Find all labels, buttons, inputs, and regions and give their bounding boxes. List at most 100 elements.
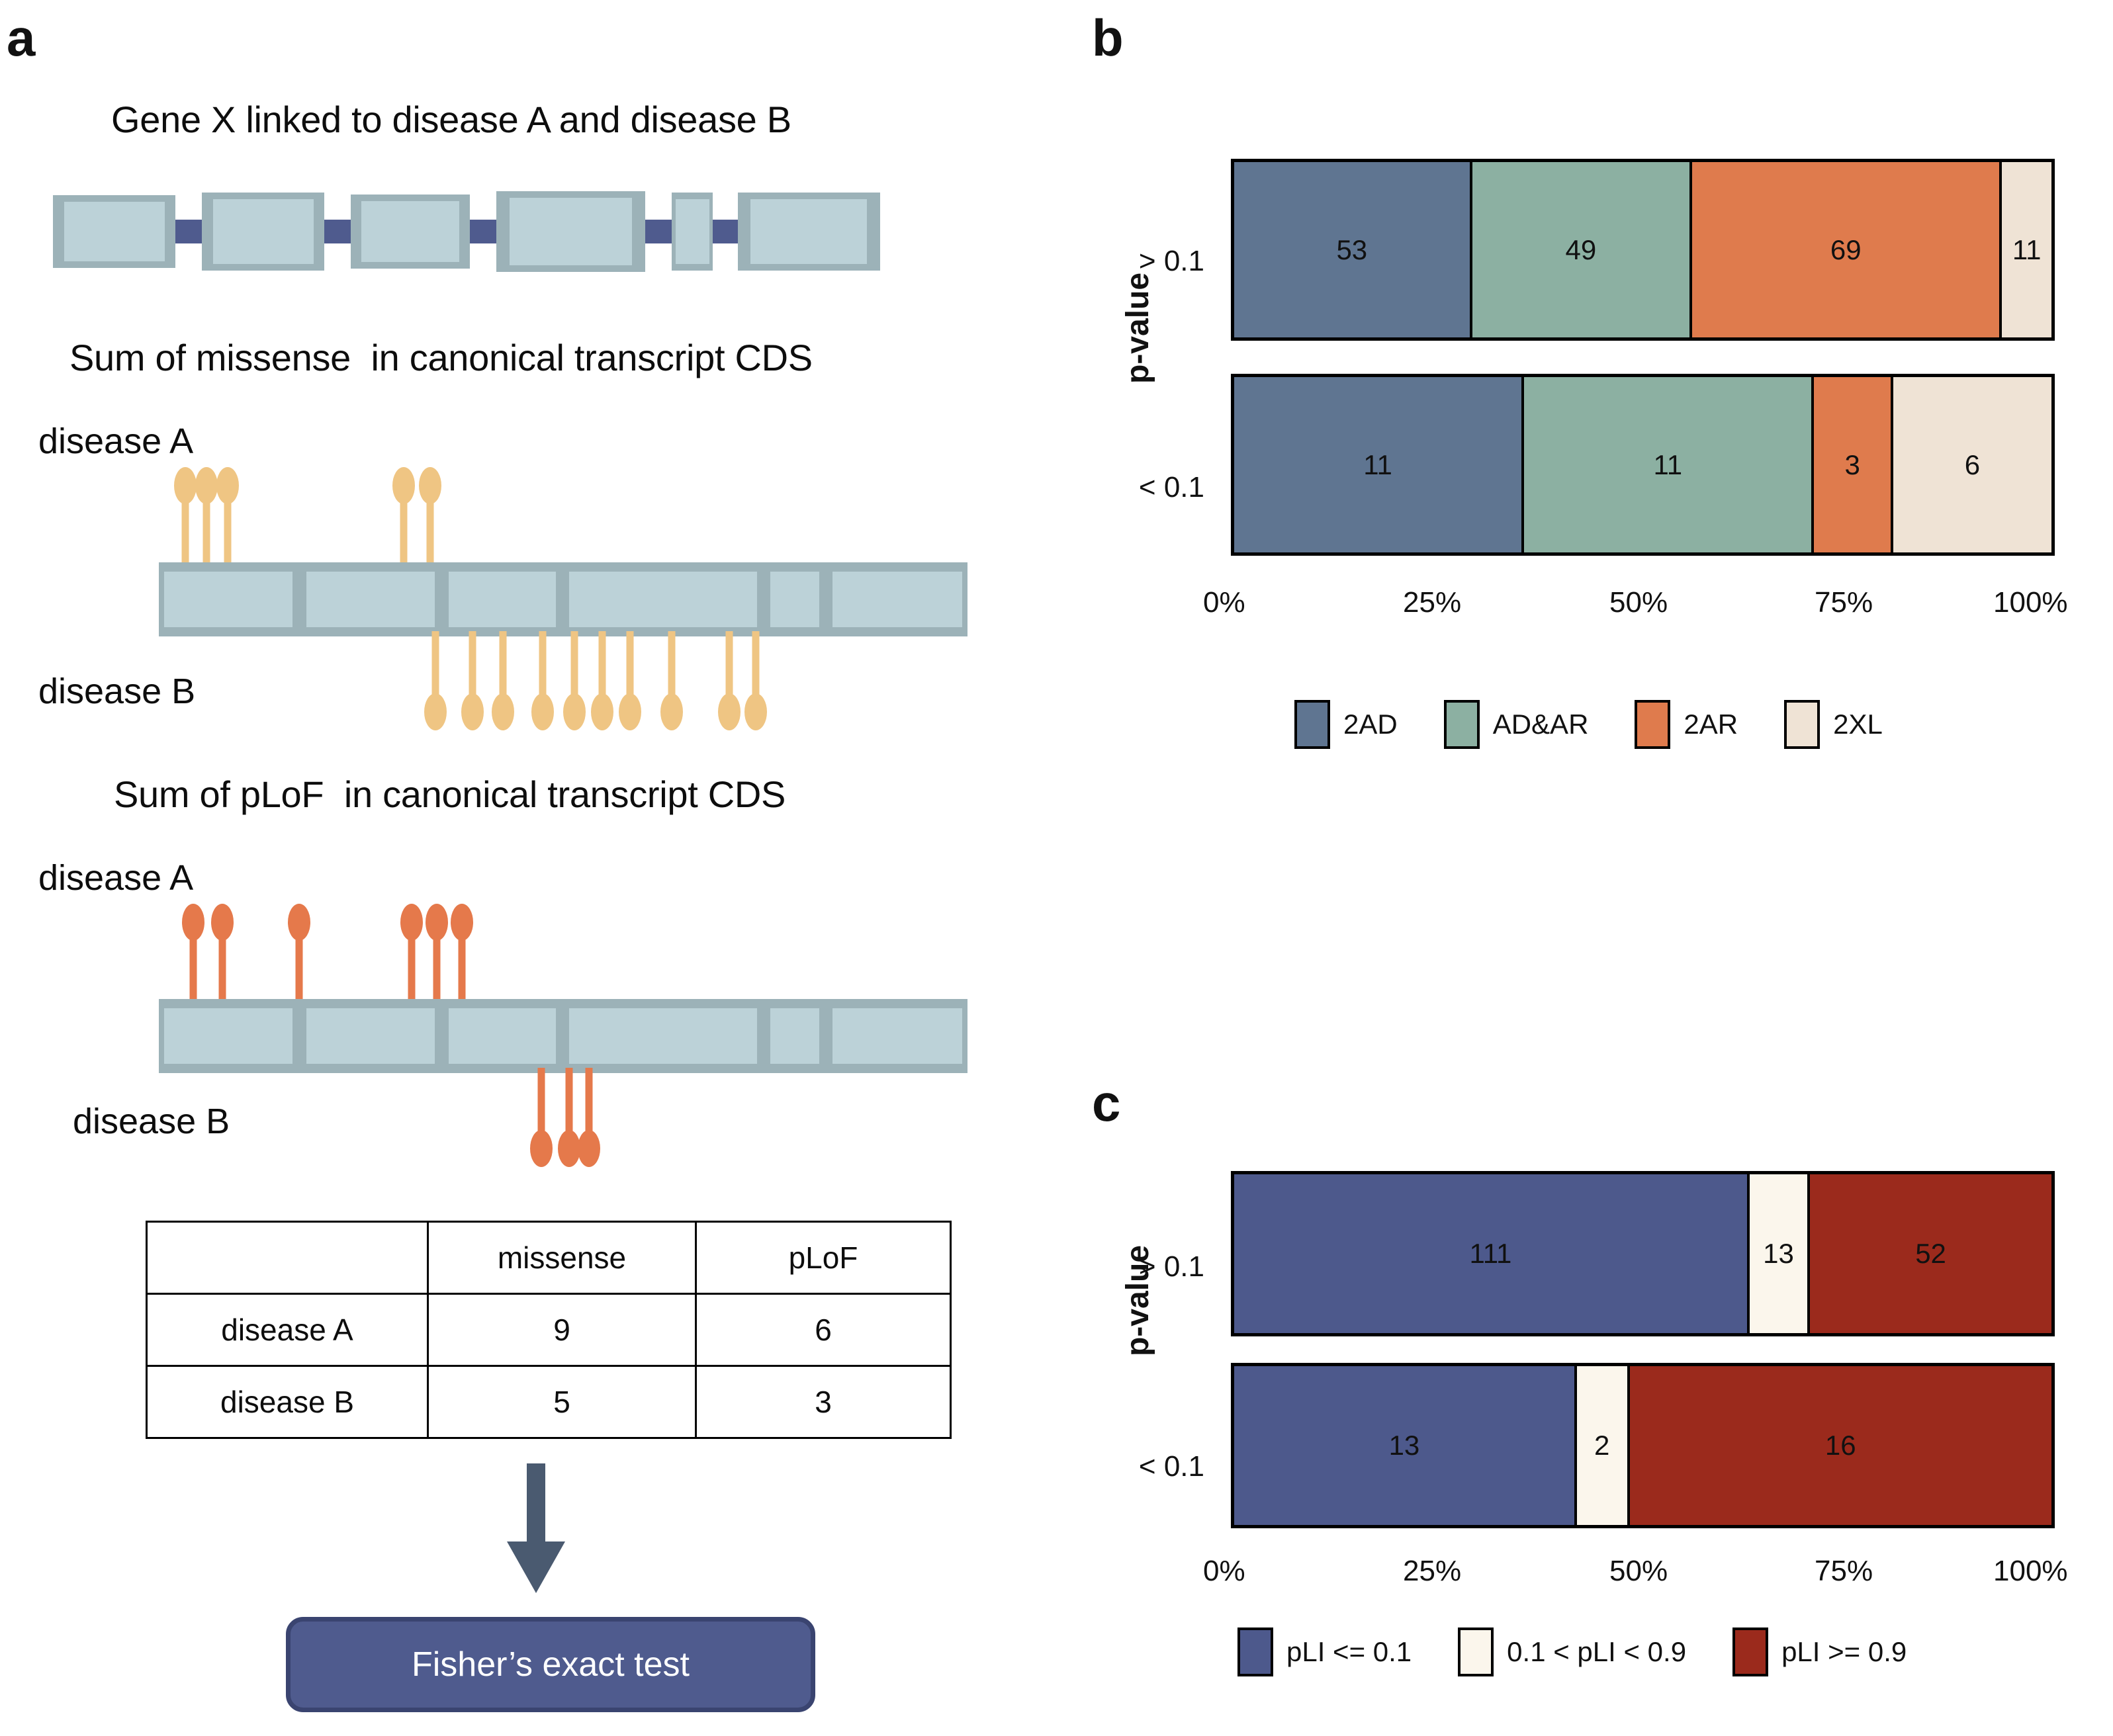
lollipop-stem xyxy=(752,631,760,705)
exon-box-inner xyxy=(676,199,709,264)
lollipop-stem xyxy=(626,631,634,705)
lollipop-marker xyxy=(174,467,197,562)
plof-disease-a-label: disease A xyxy=(38,858,194,898)
lollipop-stem xyxy=(295,926,303,999)
bar-segment-value: 11 xyxy=(1653,449,1683,480)
lollipop-marker xyxy=(660,631,683,730)
lollipop-stem xyxy=(499,631,507,705)
intron-segment xyxy=(709,220,742,243)
cds-exon-cell xyxy=(164,1008,292,1064)
table-cell-row-label: disease A xyxy=(146,1293,429,1367)
cds-exon-cell xyxy=(306,1008,435,1064)
panel-c-ytick-lt01: < 0.1 xyxy=(1138,1450,1204,1483)
table-header-row: missense pLoF xyxy=(146,1221,952,1295)
lollipop-head xyxy=(288,904,310,941)
lollipop-stem xyxy=(181,490,189,562)
plof-lollipop-diagram xyxy=(159,900,973,1167)
bar-segment-value: 16 xyxy=(1824,1430,1856,1461)
legend-item: AD&AR xyxy=(1443,700,1588,749)
bar-segment: 11 xyxy=(1234,377,1525,552)
lollipop-marker xyxy=(195,467,218,562)
bar-segment-value: 11 xyxy=(2012,234,2042,265)
lollipop-marker xyxy=(591,631,613,730)
legend-label: pLI >= 0.9 xyxy=(1781,1636,1907,1667)
lollipop-head xyxy=(392,467,415,504)
missense-disease-b-label: disease B xyxy=(38,672,196,711)
exon-box-inner xyxy=(510,198,632,265)
legend-item: 2XL xyxy=(1784,700,1883,749)
panel-c-legend: pLI <= 0.1 0.1 < pLI < 0.9 pLI >= 0.9 xyxy=(1237,1628,1907,1676)
lollipop-stem xyxy=(585,1068,593,1142)
lollipop-stem xyxy=(202,490,210,562)
legend-item: pLI >= 0.9 xyxy=(1732,1628,1907,1676)
bar-segment: 111 xyxy=(1234,1174,1750,1333)
lollipop-head xyxy=(461,693,484,730)
panel-c-ytick-gt01: > 0.1 xyxy=(1138,1250,1204,1283)
lollipop-head xyxy=(195,467,218,504)
table-cell-plof: 3 xyxy=(695,1365,952,1439)
table-corner-cell xyxy=(146,1221,429,1295)
bar-segment-value: 6 xyxy=(1964,449,1981,480)
bar-segment-value: 13 xyxy=(1763,1238,1794,1269)
lollipop-head xyxy=(530,1130,553,1167)
lollipop-marker xyxy=(392,467,415,562)
lollipop-marker xyxy=(558,1068,580,1167)
bar-segment-value: 49 xyxy=(1565,234,1597,265)
bar-segment: 13 xyxy=(1234,1366,1577,1525)
panel-c-xtick-50: 50% xyxy=(1609,1555,1668,1587)
table-cell-row-label: disease B xyxy=(146,1365,429,1439)
lollipop-head xyxy=(211,904,234,941)
lollipop-marker xyxy=(424,631,447,730)
bar-segment: 53 xyxy=(1234,162,1472,337)
exon-box xyxy=(202,193,324,271)
lollipop-stem xyxy=(539,631,547,705)
panel-a-letter: a xyxy=(7,9,36,67)
panel-b-ytick-gt01: > 0.1 xyxy=(1138,245,1204,277)
down-arrow-icon xyxy=(507,1463,565,1593)
exon-box xyxy=(672,193,713,271)
legend-swatch xyxy=(1443,700,1480,749)
legend-swatch xyxy=(1784,700,1821,749)
legend-item: 2AD xyxy=(1294,700,1398,749)
lollipop-marker xyxy=(211,904,234,999)
legend-label: pLI <= 0.1 xyxy=(1286,1636,1412,1667)
legend-swatch xyxy=(1294,700,1330,749)
panel-c-xtick-0: 0% xyxy=(1203,1555,1245,1587)
lollipop-stem xyxy=(218,926,226,999)
lollipop-marker xyxy=(531,631,554,730)
panel-a: a Gene X linked to disease A and disease… xyxy=(0,0,1032,1736)
lollipop-head xyxy=(426,904,448,941)
legend-swatch xyxy=(1237,1628,1273,1676)
exon-box xyxy=(351,195,470,269)
exon-box xyxy=(53,195,175,268)
missense-lollipop-diagram xyxy=(159,463,973,730)
lollipop-stem xyxy=(431,631,439,705)
lollipop-stem xyxy=(189,926,197,999)
table-header-missense: missense xyxy=(427,1221,697,1295)
exon-box xyxy=(738,193,880,271)
panel-b-xtick-100: 100% xyxy=(1993,586,2068,619)
lollipop-marker xyxy=(530,1068,553,1167)
lollipop-stem xyxy=(565,1068,573,1142)
lollipop-head xyxy=(419,467,441,504)
legend-item: pLI <= 0.1 xyxy=(1237,1628,1412,1676)
panel-c-letter: c xyxy=(1092,1074,1121,1132)
lollipop-stem xyxy=(598,631,606,705)
table-row: disease A 9 6 xyxy=(146,1293,952,1367)
intron-segment xyxy=(641,220,676,243)
lollipop-head xyxy=(216,467,239,504)
fishers-exact-test-label: Fisher’s exact test xyxy=(411,1645,690,1684)
missense-disease-a-label: disease A xyxy=(38,421,194,461)
legend-item: 0.1 < pLI < 0.9 xyxy=(1458,1628,1686,1676)
bar-segment: 2 xyxy=(1576,1366,1630,1525)
lollipop-head xyxy=(531,693,554,730)
panel-c-xtick-100: 100% xyxy=(1993,1555,2068,1587)
table-cell-missense: 5 xyxy=(427,1365,697,1439)
lollipop-marker xyxy=(461,631,484,730)
exon-box-inner xyxy=(213,199,314,264)
